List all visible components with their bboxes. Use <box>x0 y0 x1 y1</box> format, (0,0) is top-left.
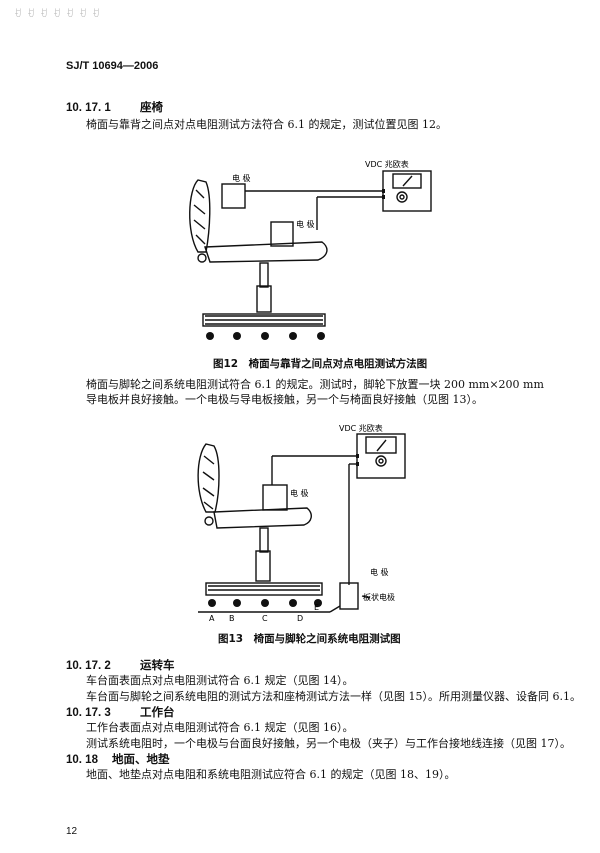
paragraph: 地面、地垫点对点电阻和系统电阻测试应符合 6.1 的规定（见图 18、19）。 <box>86 768 456 781</box>
section-heading-10-17-3: 10. 17. 3 工作台 <box>66 704 175 720</box>
wheel-label: C <box>262 614 268 623</box>
paragraph: 椅面与靠背之间点对点电阻测试方法符合 6.1 的规定，测试位置见图 12。 <box>86 118 447 131</box>
section-heading-10-18: 10. 18 地面、地垫 <box>66 751 170 767</box>
electrode-seat <box>270 221 294 247</box>
chair-seat <box>213 507 312 529</box>
figure-12-caption: 图12 椅面与靠背之间点对点电阻测试方法图 <box>213 358 428 370</box>
wheel-label: D <box>297 614 303 623</box>
wheel-label: A <box>209 614 215 623</box>
electrode-label: 电 极 <box>296 219 315 229</box>
section-heading-10-17-2: 10. 17. 2 运转车 <box>66 657 175 673</box>
page-number: 12 <box>66 826 78 837</box>
figure-13-caption: 图13 椅面与脚轮之间系统电阻测试图 <box>218 633 401 645</box>
section-heading-10-17-1: 10. 17. 1 座椅 <box>66 99 163 115</box>
section-number: 10. 18 <box>66 754 98 766</box>
section-number: 10. 17. 2 <box>66 660 111 672</box>
meter-knob <box>396 191 408 203</box>
scan-watermark: ꀀ ꀀ ꀀ ꀀ ꀀ ꀀ ꀀ <box>14 9 101 20</box>
section-title: 地面、地垫 <box>112 752 170 766</box>
document-code: SJ/T 10694—2006 <box>66 60 159 72</box>
paragraph: 椅面与脚轮之间系统电阻测试符合 6.1 的规定。测试时，脚轮下放置一块 200 … <box>86 378 544 406</box>
chair-backrest <box>189 179 211 253</box>
electrode-back <box>221 183 246 209</box>
plate-electrode-label: 板状电极 <box>363 592 395 602</box>
electrode-seat <box>262 484 288 511</box>
meter-dial <box>365 436 397 454</box>
electrode-label: 电 极 <box>370 567 389 577</box>
paragraph: 车台面与脚轮之间系统电阻的测试方法和座椅测试方法一样（见图 15）。所用测量仪器… <box>86 690 581 703</box>
chair-column <box>259 262 269 288</box>
wheel-label: B <box>229 614 235 623</box>
section-title: 座椅 <box>140 100 163 114</box>
meter-dial <box>392 173 422 189</box>
chair-backrest <box>197 443 220 513</box>
megohmmeter <box>382 170 432 212</box>
chair-base <box>202 313 326 327</box>
chair-seat <box>204 241 328 263</box>
wheel-label: E <box>314 603 319 612</box>
section-title: 工作台 <box>140 705 175 719</box>
section-title: 运转车 <box>140 658 175 672</box>
chair-base <box>205 582 323 596</box>
paragraph: 车台面表面点对点电阻测试符合 6.1 规定（见图 14）。 <box>86 674 354 687</box>
electrode-plate <box>339 582 359 610</box>
meter-knob <box>375 455 387 467</box>
chair-column <box>259 527 269 553</box>
section-number: 10. 17. 1 <box>66 102 111 114</box>
section-number: 10. 17. 3 <box>66 707 111 719</box>
meter-label: VDC 兆欧表 <box>339 423 383 433</box>
figure-13-diagram: VDC 兆欧表 电 极 电 极 板状电极 A B C D E <box>197 423 406 623</box>
figure-12-diagram: VDC 兆欧表 电 极 电 极 <box>189 159 432 340</box>
electrode-label: 电 极 <box>290 488 309 498</box>
paragraph: 测试系统电阻时，一个电极与台面良好接触，另一个电极（夹子）与工作台接地线连接（见… <box>86 737 571 750</box>
electrode-label: 电 极 <box>232 173 251 183</box>
meter-label: VDC 兆欧表 <box>365 159 409 169</box>
paragraph: 工作台表面点对点电阻测试符合 6.1 规定（见图 16）。 <box>86 721 354 734</box>
